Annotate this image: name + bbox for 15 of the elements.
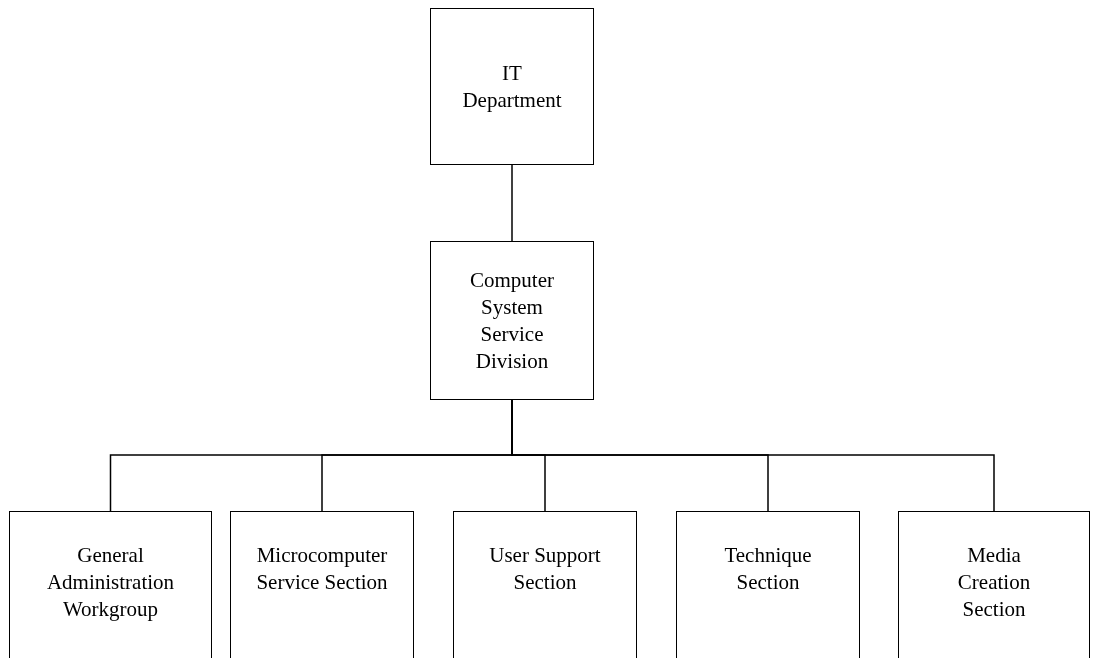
unit-name: Computer System Service Division bbox=[469, 266, 555, 375]
org-box bbox=[676, 511, 860, 658]
org-box bbox=[898, 511, 1090, 658]
unit-name: Technique Section bbox=[723, 542, 813, 596]
org-box bbox=[430, 8, 594, 165]
org-box bbox=[453, 511, 637, 658]
org-box bbox=[430, 241, 594, 400]
connector-line bbox=[511, 164, 513, 242]
unit-name: Microcomputer Service Section bbox=[255, 542, 389, 596]
unit-name: General Administration Workgroup bbox=[45, 542, 176, 623]
unit-name: User Support Section bbox=[488, 542, 602, 596]
org-box bbox=[230, 511, 414, 658]
unit-name: IT Department bbox=[461, 59, 563, 114]
org-box bbox=[9, 511, 212, 658]
unit-name: Media Creation Section bbox=[956, 542, 1032, 623]
